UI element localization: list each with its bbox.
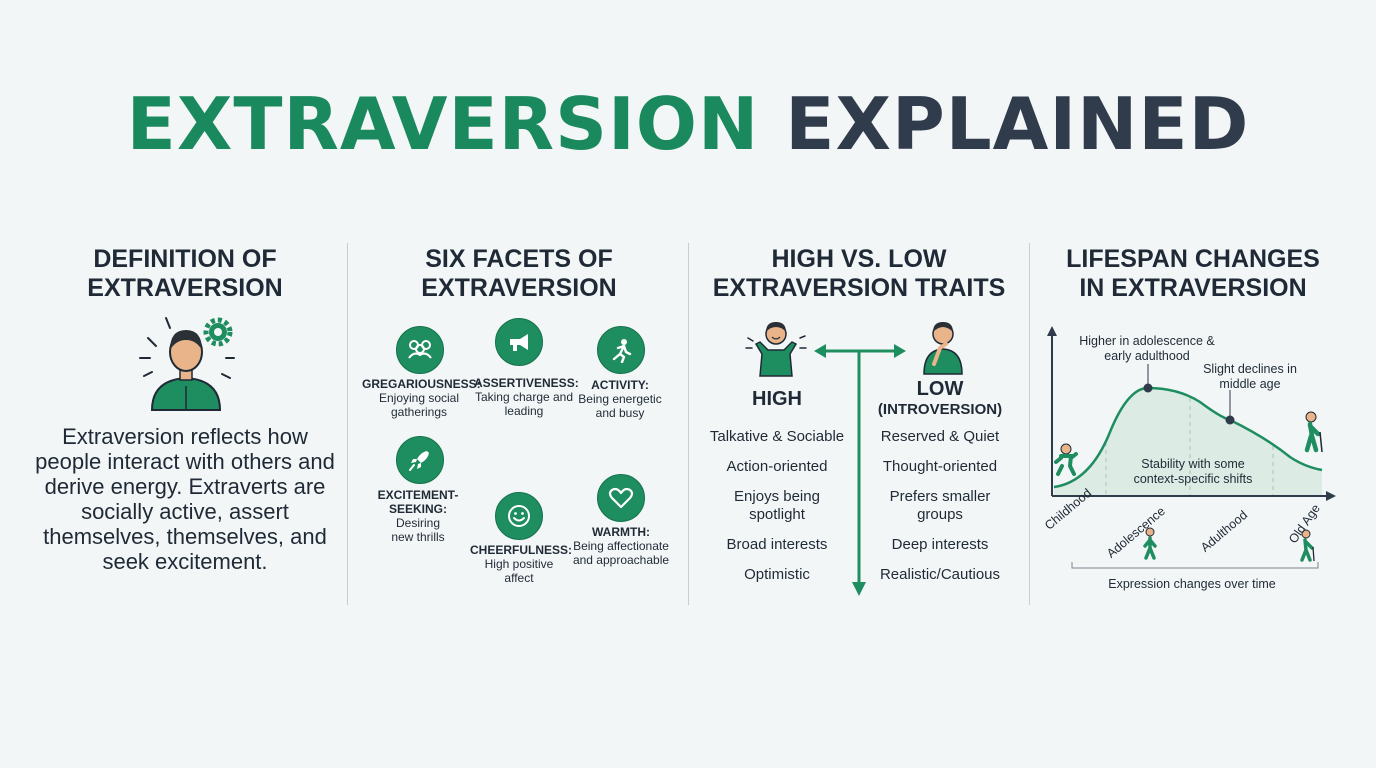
facet-warmth: WARMTH: Being affectionate and approacha… <box>572 525 670 567</box>
definition-title: DEFINITION OF EXTRAVERSION <box>87 245 283 302</box>
high-low-section: HIGH VS. LOW EXTRAVERSION TRAITS <box>690 245 1028 315</box>
person-thoughtful-icon <box>923 322 963 375</box>
lifespan-footer: Expression changes over time <box>1108 577 1276 591</box>
high-trait: Broad interests <box>726 536 828 553</box>
low-sublabel: (INTROVERSION) <box>877 401 1003 418</box>
annotation-peak: Higher in adolescence & early adulthood <box>1079 334 1215 363</box>
title-part-2: EXPLAINED <box>785 82 1250 166</box>
definition-text: Extraversion reflects how people interac… <box>35 424 335 574</box>
lifespan-section: LIFESPAN CHANGES IN EXTRAVERSION <box>1030 245 1356 315</box>
facet-gregariousness: GREGARIOUSNESS: Enjoying social gatherin… <box>362 377 481 419</box>
high-trait: Action-oriented <box>726 458 828 475</box>
low-trait: Reserved & Quiet <box>880 428 1000 445</box>
high-trait: Talkative & Sociable <box>709 428 845 445</box>
lifespan-curve-chart <box>1047 326 1336 569</box>
column-divider <box>688 243 689 605</box>
low-trait: Prefers smaller groups <box>889 488 991 523</box>
facets-title: SIX FACETS OF EXTRAVERSION <box>421 245 617 302</box>
high-trait: Optimistic <box>744 566 810 583</box>
low-label: LOW <box>916 378 964 400</box>
axis-arrows <box>814 344 906 596</box>
definition-section: DEFINITION OF EXTRAVERSION <box>20 245 350 315</box>
facets-section: SIX FACETS OF EXTRAVERSION <box>350 245 688 315</box>
facet-assertiveness: ASSERTIVENESS: Taking charge and leading <box>474 376 579 418</box>
high-trait: Enjoys being spotlight <box>734 488 820 523</box>
column-divider <box>347 243 348 605</box>
title-part-1: EXTRAVERSION <box>126 82 760 166</box>
facet-excitement-seeking: EXCITEMENT-SEEKING: Desiring new thrills <box>377 488 459 544</box>
group-icon <box>396 326 444 374</box>
rocket-icon <box>396 436 444 484</box>
heart-icon <box>597 474 645 522</box>
high-label: HIGH <box>752 388 802 410</box>
column-divider <box>1029 243 1030 605</box>
smiley-icon <box>495 492 543 540</box>
person-thinking-icon <box>139 317 235 411</box>
page-title: EXTRAVERSION EXPLAINED <box>0 82 1376 166</box>
megaphone-icon <box>495 318 543 366</box>
running-icon <box>597 326 645 374</box>
high-low-title: HIGH VS. LOW EXTRAVERSION TRAITS <box>712 245 1006 302</box>
annotation-stability: Stability with some context-specific shi… <box>1133 457 1253 486</box>
low-trait: Thought-oriented <box>882 458 998 475</box>
facet-cheerfulness: CHEERFULNESS: High positive affect <box>470 543 573 585</box>
low-trait: Deep interests <box>891 536 989 553</box>
person-cheering-icon <box>745 322 807 377</box>
lifespan-title: LIFESPAN CHANGES IN EXTRAVERSION <box>1066 245 1320 302</box>
annotation-decline: Slight declines in middle age <box>1203 362 1297 391</box>
facet-activity: ACTIVITY: Being energetic and busy <box>578 378 662 420</box>
low-trait: Realistic/Cautious <box>879 566 1001 583</box>
